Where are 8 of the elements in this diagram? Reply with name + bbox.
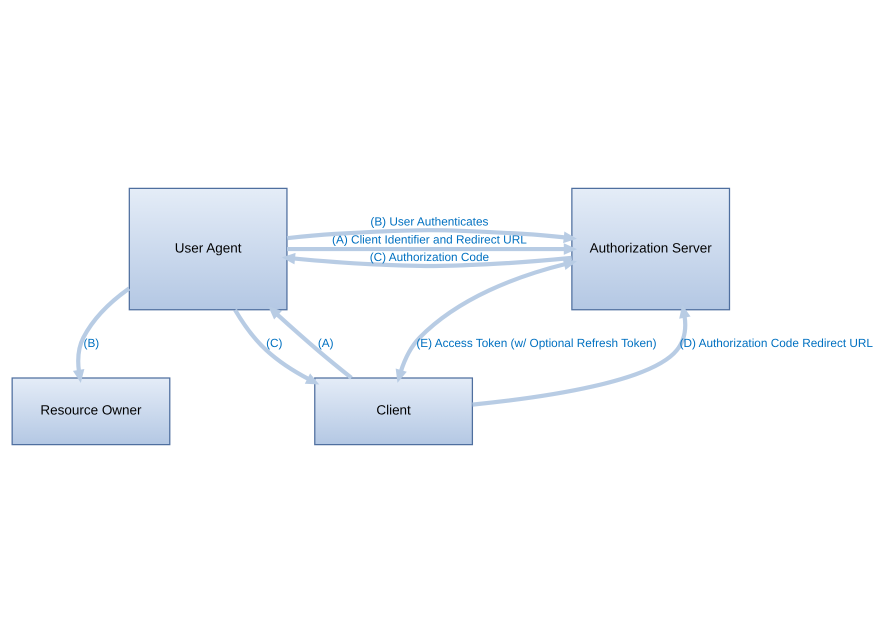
edge-label: (C) Authorization Code — [370, 250, 490, 264]
edge-label: (D) Authorization Code Redirect URL — [680, 336, 873, 350]
edge-label: (C) — [266, 336, 282, 350]
edge-label: (E) Access Token (w/ Optional Refresh Token) — [416, 336, 657, 350]
edge-label: (A) Client Identifier and Redirect URL — [332, 232, 527, 246]
edge-label: (A) — [318, 336, 334, 350]
edge-label: (B) User Authenticates — [370, 214, 488, 229]
edge-label: (B) — [84, 336, 100, 350]
